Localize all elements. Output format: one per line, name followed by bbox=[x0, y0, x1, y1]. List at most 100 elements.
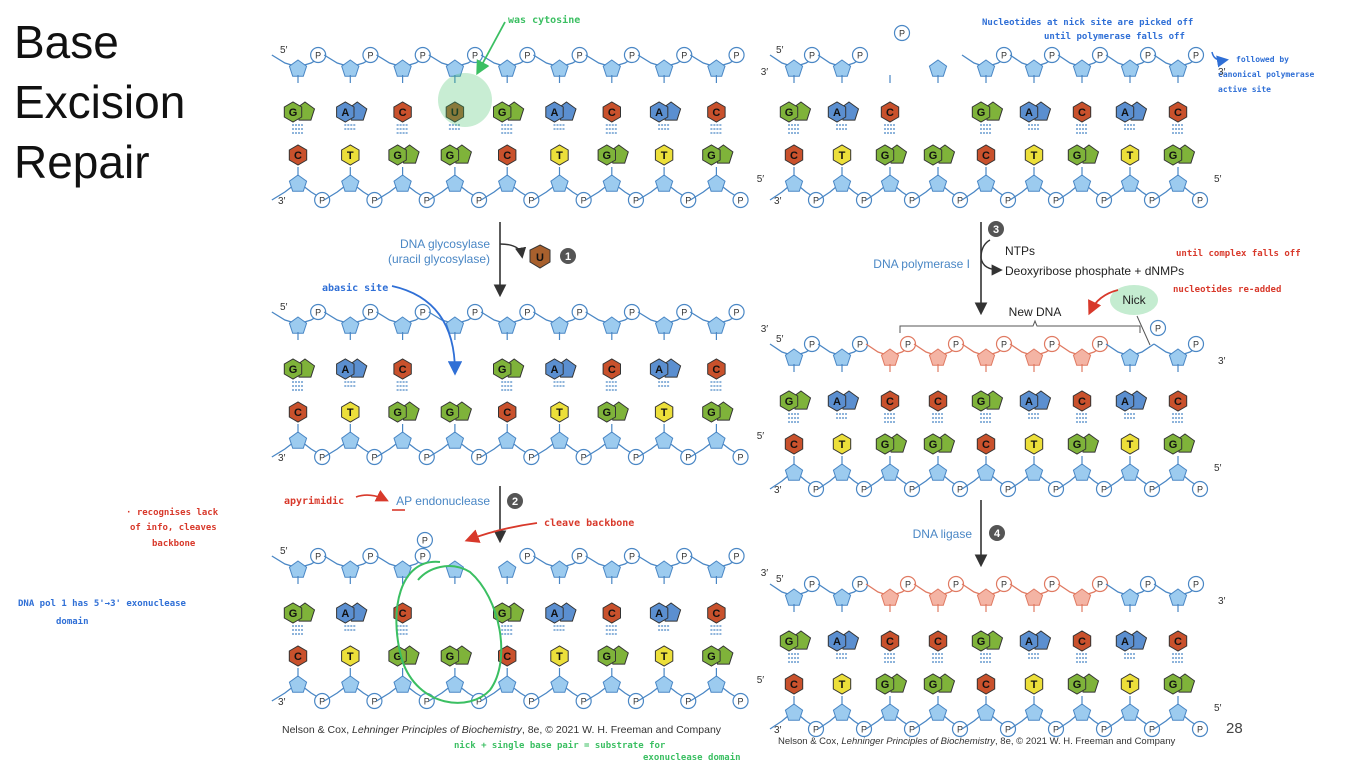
phosphate-icon bbox=[466, 303, 484, 321]
phosphate-label: P bbox=[528, 196, 534, 206]
base-label: G bbox=[1073, 439, 1082, 451]
phosphate-label: P bbox=[681, 552, 687, 562]
base-T bbox=[341, 645, 360, 667]
sugar-icon bbox=[393, 174, 412, 192]
base-T bbox=[1024, 433, 1044, 455]
phosphate-icon bbox=[1191, 191, 1209, 209]
phosphate-icon bbox=[418, 191, 435, 209]
base-G bbox=[702, 401, 721, 423]
base-label: A bbox=[655, 608, 663, 620]
sugar-icon bbox=[550, 59, 569, 77]
base-G bbox=[283, 101, 303, 123]
base-label: G bbox=[977, 396, 986, 408]
phosphate-icon bbox=[851, 46, 869, 64]
phosphate-label: P bbox=[1193, 340, 1199, 350]
note-abasic-site: abasic site bbox=[322, 282, 388, 294]
phosphate-icon bbox=[680, 692, 697, 710]
three-prime-top: 3′ bbox=[1218, 67, 1226, 78]
step-3-number: 3 bbox=[993, 224, 999, 236]
note-readded: nucleotides re-added bbox=[1173, 284, 1281, 295]
phosphate-icon bbox=[523, 191, 540, 209]
sugar-icon bbox=[341, 59, 360, 77]
phosphate-icon bbox=[310, 46, 327, 64]
phosphate-label: P bbox=[734, 51, 740, 61]
phosphate-icon bbox=[947, 575, 965, 593]
sugar-icon bbox=[1024, 588, 1044, 606]
sugar-icon bbox=[928, 463, 948, 481]
phosphate-label: P bbox=[681, 308, 687, 318]
phosphate-label: P bbox=[367, 552, 373, 562]
base-G bbox=[875, 144, 895, 166]
phosphate-label: P bbox=[1197, 485, 1203, 495]
phosphate-icon bbox=[803, 335, 821, 353]
phosphate-label: P bbox=[367, 51, 373, 61]
phosphate-label: P bbox=[524, 51, 530, 61]
base-G bbox=[493, 358, 512, 380]
base-A bbox=[1019, 630, 1039, 652]
phosphate-label: P bbox=[905, 580, 911, 590]
step-3: 3 NTPs Deoxyribose phosphate + dNMPs DNA… bbox=[873, 221, 1184, 346]
sugar-icon bbox=[1072, 703, 1092, 721]
sugar-icon bbox=[928, 59, 948, 77]
base-label: G bbox=[1169, 150, 1178, 162]
phosphate-icon bbox=[1047, 480, 1065, 498]
base-label: A bbox=[551, 364, 559, 376]
sugar-icon bbox=[393, 59, 412, 77]
phosphate-label: P bbox=[1097, 340, 1103, 350]
base-label: A bbox=[1025, 107, 1033, 119]
page-number: 28 bbox=[1226, 720, 1243, 737]
phosphate-label: P bbox=[1001, 340, 1007, 350]
sugar-icon bbox=[707, 431, 726, 449]
base-label: C bbox=[982, 150, 990, 162]
base-G bbox=[440, 401, 460, 423]
base-A bbox=[827, 101, 847, 123]
phosphate-icon bbox=[851, 575, 869, 593]
base-label: A bbox=[341, 608, 349, 620]
phosphate-label: P bbox=[1197, 196, 1203, 206]
phosphate-label: P bbox=[315, 51, 321, 61]
phosphate-label: P bbox=[813, 725, 819, 735]
base-label: C bbox=[934, 396, 942, 408]
sugar-icon bbox=[550, 316, 569, 334]
phosphate-icon bbox=[1095, 480, 1113, 498]
phosphate-label: P bbox=[1053, 485, 1059, 495]
base-label: C bbox=[712, 107, 720, 119]
phosphate-label: P bbox=[813, 196, 819, 206]
sugar-icon bbox=[341, 174, 360, 192]
phosphate-icon bbox=[470, 191, 488, 209]
phosphate-label: P bbox=[957, 196, 963, 206]
phosphate-label: P bbox=[1053, 196, 1059, 206]
phosphate-icon bbox=[807, 191, 825, 209]
base-U bbox=[445, 101, 465, 123]
sugar-icon bbox=[928, 348, 948, 366]
phosphate-label: P bbox=[1005, 725, 1011, 735]
sugar-icon bbox=[1072, 59, 1092, 77]
phosphate-label: P bbox=[738, 697, 744, 707]
base-G bbox=[1067, 144, 1087, 166]
base-G bbox=[971, 390, 991, 412]
sugar-icon bbox=[341, 431, 360, 449]
three-prime-bottom: 3′ bbox=[774, 485, 782, 496]
base-label: G bbox=[881, 679, 890, 691]
base-label: G bbox=[929, 439, 938, 451]
phosphate-icon bbox=[1187, 46, 1205, 64]
phosphate-icon bbox=[523, 692, 540, 710]
five-prime-bottom: 5′ bbox=[757, 675, 765, 686]
note-recognises-2: of info, cleaves bbox=[130, 522, 217, 533]
base-G bbox=[1163, 433, 1183, 455]
base-G bbox=[597, 401, 616, 423]
base-label: C bbox=[294, 407, 302, 419]
base-C bbox=[1168, 390, 1188, 412]
phosphate-label: P bbox=[1053, 725, 1059, 735]
base-G bbox=[597, 144, 616, 166]
phosphate-icon bbox=[310, 303, 327, 321]
base-G bbox=[388, 144, 407, 166]
base-label: U bbox=[451, 107, 459, 119]
sugar-icon bbox=[1168, 588, 1188, 606]
phosphate-icon bbox=[903, 191, 921, 209]
base-G bbox=[440, 645, 460, 667]
base-C bbox=[393, 602, 412, 624]
note-recognises-1: · recognises lack bbox=[126, 507, 219, 518]
phosphate-label: P bbox=[738, 196, 744, 206]
removed-uracil-label: U bbox=[536, 252, 544, 264]
